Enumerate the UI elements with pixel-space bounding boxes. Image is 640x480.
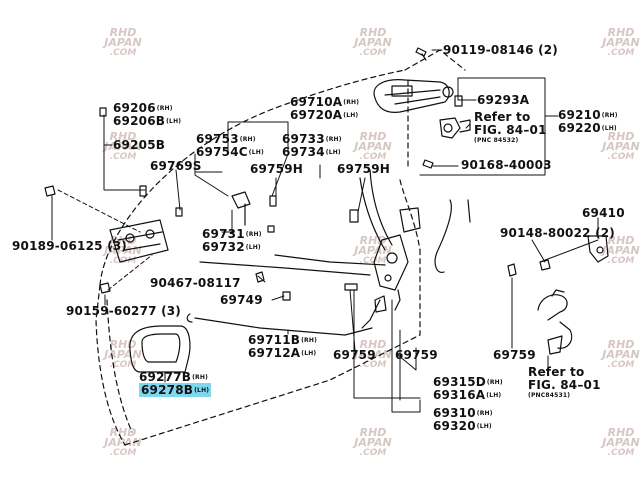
bell-crank-icon — [231, 191, 277, 233]
latch-bracket-icon — [109, 219, 169, 263]
part-label-69733: 69733(RH) — [282, 132, 342, 146]
part-label-69278: 69278B(LH) — [139, 383, 212, 397]
outside-handle-icon — [373, 79, 454, 113]
door-lock-assembly-icon — [361, 207, 421, 329]
bolt-icon — [99, 282, 111, 294]
part-label-69277: 69277B(RH) — [139, 370, 209, 384]
refer-to-top: Refer to FIG. 84–01 (PNC 84532) — [474, 110, 547, 145]
part-label-69310: 69310(RH) — [433, 406, 493, 420]
part-label-69759-c: 69759 — [493, 348, 536, 362]
part-label-69720: 69720A(LH) — [290, 108, 359, 122]
bolt-icon — [539, 259, 551, 271]
part-label-69220: 69220(LH) — [558, 121, 617, 135]
bolt-icon — [422, 159, 434, 169]
lock-cylinder-icon — [439, 117, 471, 139]
part-label-69759h-b: 69759H — [337, 162, 390, 176]
bolt-icon — [44, 185, 56, 197]
part-label-69711: 69711B(RH) — [248, 333, 318, 347]
rod-icon — [186, 169, 471, 336]
part-label-69759-a: 69759 — [333, 348, 376, 362]
part-label-90159: 90159-60277 (3) — [66, 304, 181, 318]
part-label-69769s: 69769S — [150, 159, 202, 173]
part-label-69749: 69749 — [220, 293, 263, 307]
part-label-69732: 69732(LH) — [202, 240, 261, 254]
part-label-90168: 90168-40003 — [461, 158, 552, 172]
part-label-69754: 69754C(LH) — [196, 145, 264, 159]
part-label-69734: 69734(LH) — [282, 145, 341, 159]
part-label-69206b: 69206B(LH) — [113, 114, 182, 128]
part-label-69210: 69210(RH) — [558, 108, 618, 122]
part-label-69410: 69410 — [582, 206, 625, 220]
bolt-icon — [415, 47, 427, 61]
part-label-90189: 90189-06125 (3) — [12, 239, 127, 253]
clip-icon — [507, 263, 517, 277]
clip-icon — [454, 95, 463, 107]
part-label-69320: 69320(LH) — [433, 419, 492, 433]
inside-handle-icon — [129, 325, 191, 373]
refer-to-bottom: Refer to FIG. 84–01 (PNC84531) — [528, 365, 601, 400]
part-label-69293: 69293A — [477, 93, 530, 107]
leader-lines — [51, 49, 599, 413]
part-label-69753: 69753(RH) — [196, 132, 256, 146]
part-label-90467: 90467-08117 — [150, 276, 241, 290]
part-label-69315: 69315D(RH) — [433, 375, 503, 389]
cable-assembly-icon — [537, 289, 573, 355]
part-label-90119: 90119-08146 (2) — [443, 43, 558, 57]
clip-icon — [255, 209, 359, 301]
link-bracket-icon — [587, 235, 609, 263]
part-label-69712: 69712A(LH) — [248, 346, 317, 360]
part-label-69316: 69316A(LH) — [433, 388, 502, 402]
part-label-69206: 69206(RH) — [113, 101, 173, 115]
part-label-69710: 69710A(RH) — [290, 95, 360, 109]
part-label-69759h-a: 69759H — [250, 162, 303, 176]
part-label-69731: 69731(RH) — [202, 227, 262, 241]
part-label-69759-b: 69759 — [395, 348, 438, 362]
part-label-69205b: 69205B — [113, 138, 166, 152]
part-label-90148: 90148-80022 (2) — [500, 226, 615, 240]
